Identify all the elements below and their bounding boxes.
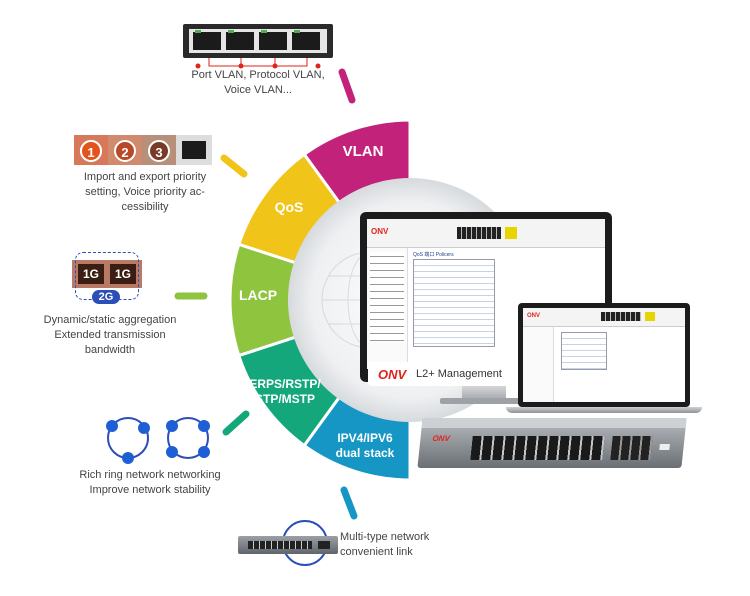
- ring-caption: Rich ring network networking Improve net…: [55, 468, 245, 498]
- web-ui-sidebar[interactable]: [367, 248, 408, 369]
- segment-label-lacp: LACP: [239, 287, 277, 303]
- ring-caption-line: Improve network stability: [89, 484, 211, 496]
- link-caption-line: convenient link: [340, 546, 413, 558]
- qos-connector: [220, 154, 248, 178]
- qos-caption: Import and export priority setting, Voic…: [60, 170, 230, 215]
- lacp-port-2: 1G: [110, 264, 136, 284]
- web-ui-header: ONV: [367, 219, 605, 248]
- ring-network-icon: [106, 417, 210, 464]
- monitor-brand-logo: ONV: [378, 367, 407, 382]
- laptop-web-logo: ONV: [527, 313, 541, 319]
- vlan-caption-line: Port VLAN, Protocol VLAN,: [191, 69, 325, 81]
- vlan-caption: Port VLAN, Protocol VLAN, Voice VLAN...: [170, 68, 346, 98]
- web-ui-logo: ONV: [371, 227, 389, 236]
- segment-label-erps: ERPS/RSTP/STP/MSTP: [249, 377, 321, 406]
- network-switch: ONV: [417, 418, 687, 468]
- qos-caption-line: cessibility: [121, 201, 169, 213]
- priority-badge-1: 1: [80, 140, 102, 162]
- lacp-aggregate-badge: 2G: [92, 290, 120, 304]
- vlan-port-strip: [183, 24, 333, 58]
- ring-caption-line: Rich ring network networking: [79, 469, 221, 481]
- segment-label-qos: QoS: [275, 199, 304, 215]
- link-connector: [340, 486, 358, 520]
- link-caption-line: Multi-type network: [340, 531, 430, 543]
- lacp-port-1: 1G: [78, 264, 104, 284]
- vlan-connector: [338, 68, 356, 104]
- qos-caption-line: Import and export priority: [83, 171, 207, 183]
- monitor-base: [440, 398, 528, 404]
- laptop-base: [506, 407, 702, 413]
- vlan-caption-line: Voice VLAN...: [224, 84, 292, 96]
- lacp-caption-line: Dynamic/static aggregation: [43, 314, 177, 326]
- lacp-caption: Dynamic/static aggregation Extended tran…: [20, 313, 200, 358]
- monitor-caption: L2+ Management: [416, 368, 502, 380]
- switch-brand-logo: ONV: [432, 434, 451, 443]
- web-ui-table[interactable]: [413, 259, 495, 347]
- laptop-screen: ONV: [523, 308, 685, 402]
- link-caption: Multi-type network convenient link: [340, 530, 450, 560]
- lacp-caption-line: bandwidth: [84, 344, 136, 356]
- switch-console-port: [659, 444, 670, 450]
- switch-sfp-ports: [610, 436, 653, 460]
- lacp-caption-line: Extended transmission: [54, 329, 166, 341]
- switch-rj45-ports: [470, 436, 605, 460]
- link-switch-icon: [238, 536, 338, 554]
- segment-label-vlan: VLAN: [343, 143, 384, 160]
- priority-badge-3: 3: [148, 140, 170, 162]
- monitor-stand: [462, 386, 506, 400]
- priority-badge-2: 2: [114, 140, 136, 162]
- vlan-port-lines: [195, 58, 321, 69]
- lacp-port-pair: 1G 1G: [72, 260, 142, 288]
- laptop: ONV: [518, 303, 690, 407]
- qos-caption-line: setting, Voice priority ac-: [85, 186, 205, 198]
- web-ui-table-title: QoS 端口 Policers: [413, 252, 454, 258]
- ring-connector: [222, 410, 250, 436]
